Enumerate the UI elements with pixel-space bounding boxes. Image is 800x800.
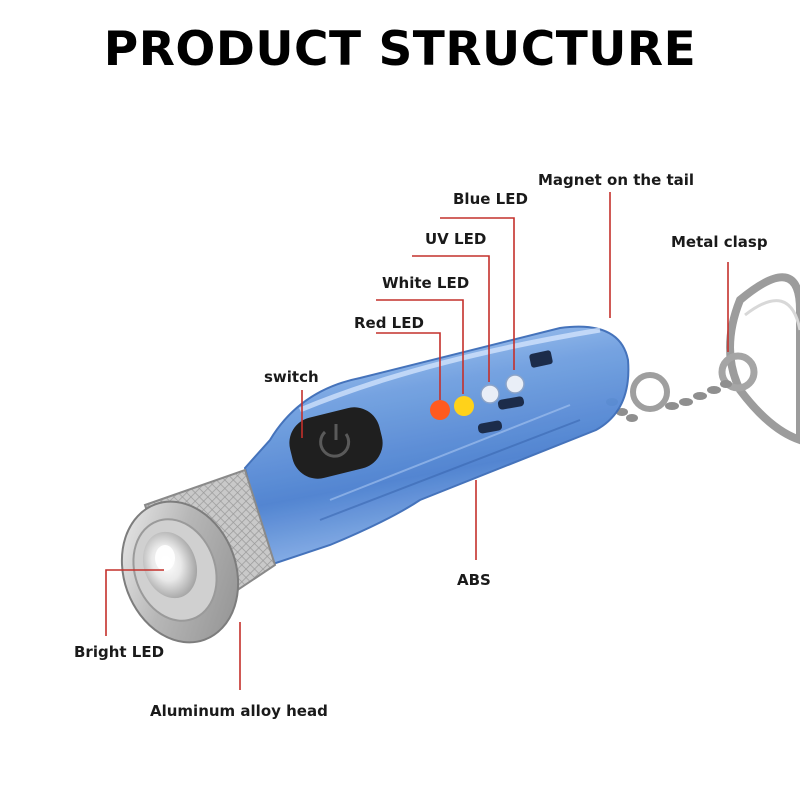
white-led-dot [454,396,474,416]
blue-led-dot [505,374,525,394]
aluminum-head [120,468,277,644]
label-switch: switch [264,368,319,386]
metal-clasp-shape [606,273,800,445]
label-white-led: White LED [382,274,469,292]
red-led-dot [430,400,450,420]
leader-blue-led [440,217,515,370]
label-bright-led: Bright LED [74,643,164,661]
leader-white-led [376,299,464,394]
label-magnet-on-tail: Magnet on the tail [538,171,694,189]
label-aluminum-alloy-head: Aluminum alloy head [150,702,328,720]
label-blue-led: Blue LED [453,190,528,208]
page-title: PRODUCT STRUCTURE [103,22,697,77]
uv-led-dot [480,384,500,404]
switch-button [289,407,383,479]
leader-lines [105,192,729,690]
label-red-led: Red LED [354,314,424,332]
abs-body [243,325,630,567]
leader-bright-led [105,569,164,636]
led-strip [430,374,525,420]
label-abs: ABS [457,571,491,589]
leader-uv-led [412,255,490,382]
leader-red-led [376,332,441,400]
label-uv-led: UV LED [425,230,486,248]
label-metal-clasp: Metal clasp [671,233,768,251]
